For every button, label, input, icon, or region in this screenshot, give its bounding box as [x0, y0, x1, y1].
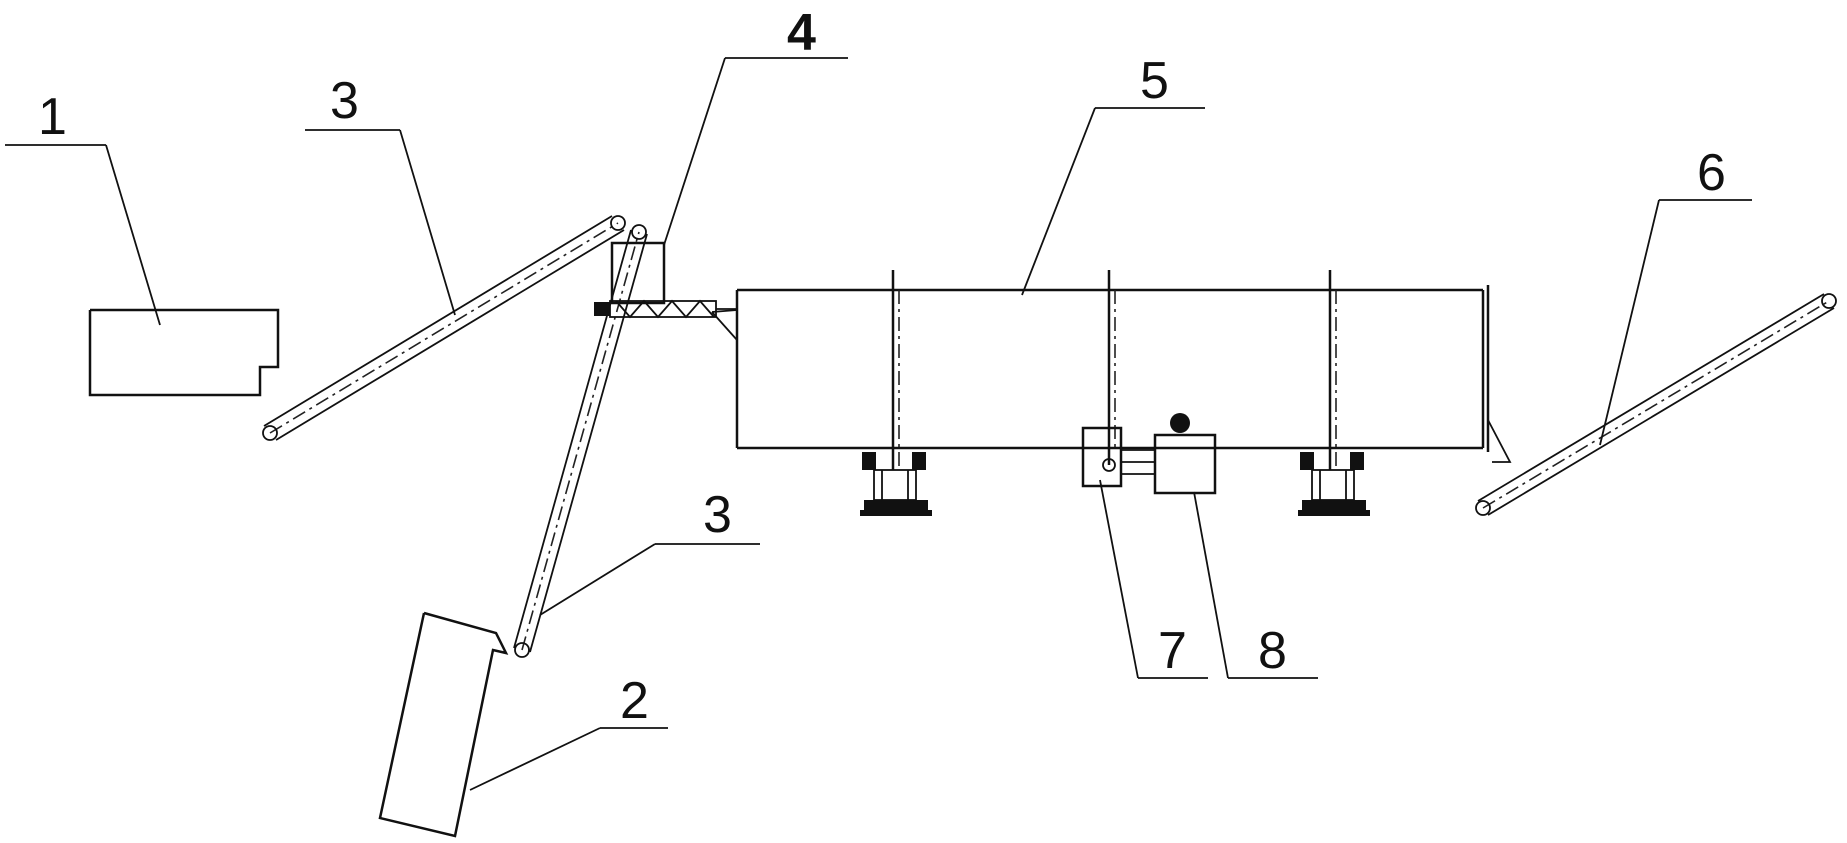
- label-1: 1: [38, 88, 67, 146]
- label-8: 8: [1258, 622, 1287, 680]
- leader-lines: [5, 57, 1752, 791]
- label-2: 2: [620, 672, 649, 730]
- drum-ring-left: [891, 270, 900, 470]
- drum-ring-right: [1328, 270, 1337, 470]
- label-3-lower: 3: [703, 486, 732, 544]
- support-station-right: [1298, 452, 1370, 516]
- label-6: 6: [1697, 144, 1726, 202]
- label-3-upper: 3: [330, 72, 359, 130]
- label-4: 4: [787, 4, 816, 62]
- conveyor-3-lower: [513, 224, 648, 658]
- component-5-rotary-drum: [711, 285, 1512, 463]
- label-5: 5: [1140, 52, 1169, 110]
- drum-ring-middle: [1107, 270, 1116, 465]
- component-4-feeder: [594, 241, 737, 319]
- label-7: 7: [1158, 622, 1187, 680]
- component-2-hopper: [378, 611, 509, 838]
- component-8-motor: [1153, 413, 1217, 495]
- component-7-gear-unit: [1081, 426, 1155, 488]
- conveyor-3-upper: [262, 215, 626, 441]
- support-station-left: [860, 452, 932, 516]
- component-1-storage-box: [88, 308, 280, 397]
- conveyor-6-discharge: [1475, 293, 1837, 516]
